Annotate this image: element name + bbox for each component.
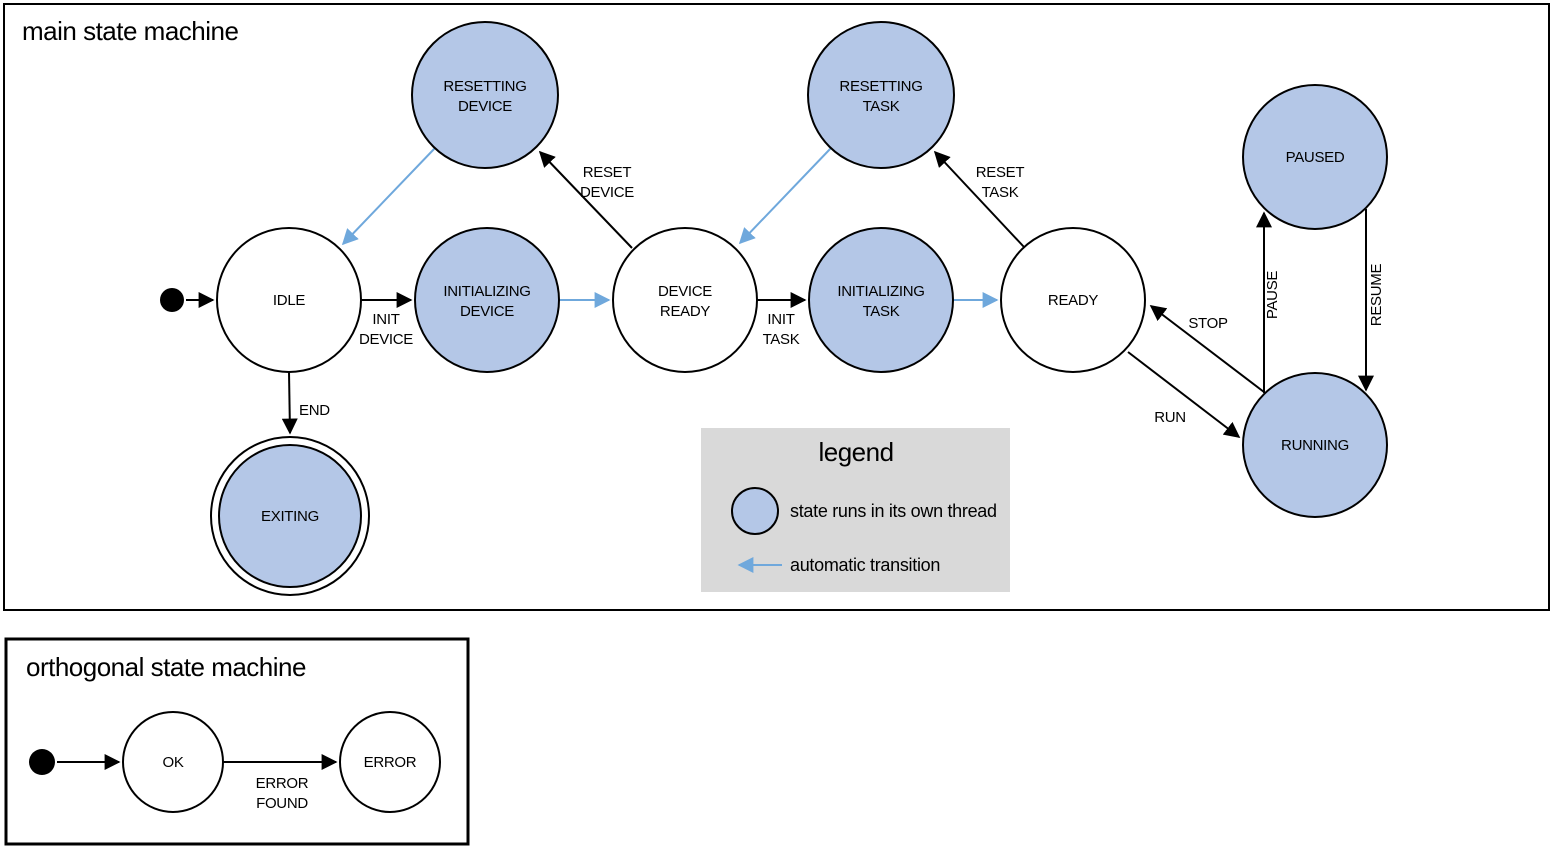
transition-idle-to-exiting [281, 371, 298, 435]
state-resetting-task: RESETTING TASK [807, 21, 955, 169]
orthogonal-initial-state-dot [29, 749, 55, 775]
transition-ready-to-resetting-task [933, 150, 1025, 248]
state-idle: IDLE [216, 227, 362, 373]
state-initializing-device: INITIALIZING DEVICE [414, 227, 560, 373]
transition-label-init-device-line1: INIT [372, 311, 399, 328]
transition-auto-resetting-task-to-device-ready [738, 147, 832, 245]
initial-state-dot [160, 288, 184, 312]
transition-label-init-task-line1: INIT [767, 311, 794, 328]
state-resetting-task-label-line1: RESETTING [839, 78, 922, 95]
transition-label-init-task-line2: TASK [763, 331, 800, 348]
state-ready-circle [1000, 227, 1146, 373]
state-paused-label: PAUSED [1286, 149, 1345, 166]
state-ok: OK [122, 711, 224, 813]
state-resetting-device-circle [411, 21, 559, 169]
state-ready-label: READY [1048, 292, 1098, 309]
state-device-ready: DEVICE READY [612, 227, 758, 373]
state-error-label: ERROR [364, 754, 417, 771]
state-exiting-inner-circle [218, 444, 362, 588]
transition-label-error-found-line2: FOUND [256, 795, 308, 812]
transition-label-run: RUN [1154, 409, 1186, 426]
transition-label-init-device-line2: DEVICE [359, 331, 413, 348]
state-resetting-task-label-line2: TASK [863, 98, 900, 115]
state-running-circle [1242, 372, 1388, 518]
state-device-ready-circle [612, 227, 758, 373]
legend: legend state runs in its own thread auto… [701, 428, 1010, 592]
transition-label-reset-device-line1: RESET [583, 164, 632, 181]
state-device-ready-label-line1: DEVICE [658, 283, 712, 300]
transition-ready-to-running [1127, 351, 1241, 438]
legend-threaded-state-icon [731, 487, 779, 535]
state-exiting-label: EXITING [261, 508, 319, 525]
state-resetting-device: RESETTING DEVICE [411, 21, 559, 169]
transition-auto-resetting-device-to-idle [341, 147, 436, 246]
transition-label-error-found-line1: ERROR [256, 775, 309, 792]
state-initializing-task-label-line1: INITIALIZING [837, 283, 924, 300]
state-ready: READY [1000, 227, 1146, 373]
transition-label-reset-device-line2: DEVICE [580, 184, 634, 201]
transition-label-resume: RESUME [1368, 264, 1385, 327]
state-idle-label: IDLE [273, 292, 305, 309]
state-paused-circle [1242, 84, 1388, 230]
legend-threaded-state-label: state runs in its own thread [790, 501, 997, 521]
state-initializing-task-label-line2: TASK [863, 303, 900, 320]
transition-device-ready-to-resetting-device [538, 150, 633, 249]
state-running: RUNNING [1242, 372, 1388, 518]
state-resetting-device-label-line1: RESETTING [443, 78, 526, 95]
transition-label-reset-task-line1: RESET [976, 164, 1025, 181]
state-initializing-device-circle [414, 227, 560, 373]
state-resetting-device-label-line2: DEVICE [458, 98, 512, 115]
state-paused: PAUSED [1242, 84, 1388, 230]
state-error-circle [339, 711, 441, 813]
orthogonal-machine-frame [4, 637, 470, 846]
state-running-label: RUNNING [1281, 437, 1349, 454]
state-idle-circle [216, 227, 362, 373]
state-resetting-task-circle [807, 21, 955, 169]
transition-label-pause: PAUSE [1264, 271, 1281, 320]
state-initializing-task-circle [808, 227, 954, 373]
transition-label-stop: STOP [1188, 315, 1228, 332]
state-ok-label: OK [162, 754, 183, 771]
state-initializing-device-label-line1: INITIALIZING [443, 283, 530, 300]
legend-title: legend [818, 437, 893, 467]
orthogonal-machine-title: orthogonal state machine [26, 652, 306, 682]
main-machine-frame [3, 3, 1550, 611]
transition-label-reset-task-line2: TASK [982, 184, 1019, 201]
transition-label-end: END [299, 402, 330, 419]
legend-automatic-transition-label: automatic transition [790, 555, 940, 575]
state-error: ERROR [339, 711, 441, 813]
state-exiting-final: EXITING [210, 436, 370, 596]
state-ok-circle [122, 711, 224, 813]
transition-running-to-ready [1149, 305, 1265, 393]
state-device-ready-label-line2: READY [660, 303, 710, 320]
main-machine-title: main state machine [22, 16, 238, 46]
state-initializing-task: INITIALIZING TASK [808, 227, 954, 373]
state-initializing-device-label-line2: DEVICE [460, 303, 514, 320]
